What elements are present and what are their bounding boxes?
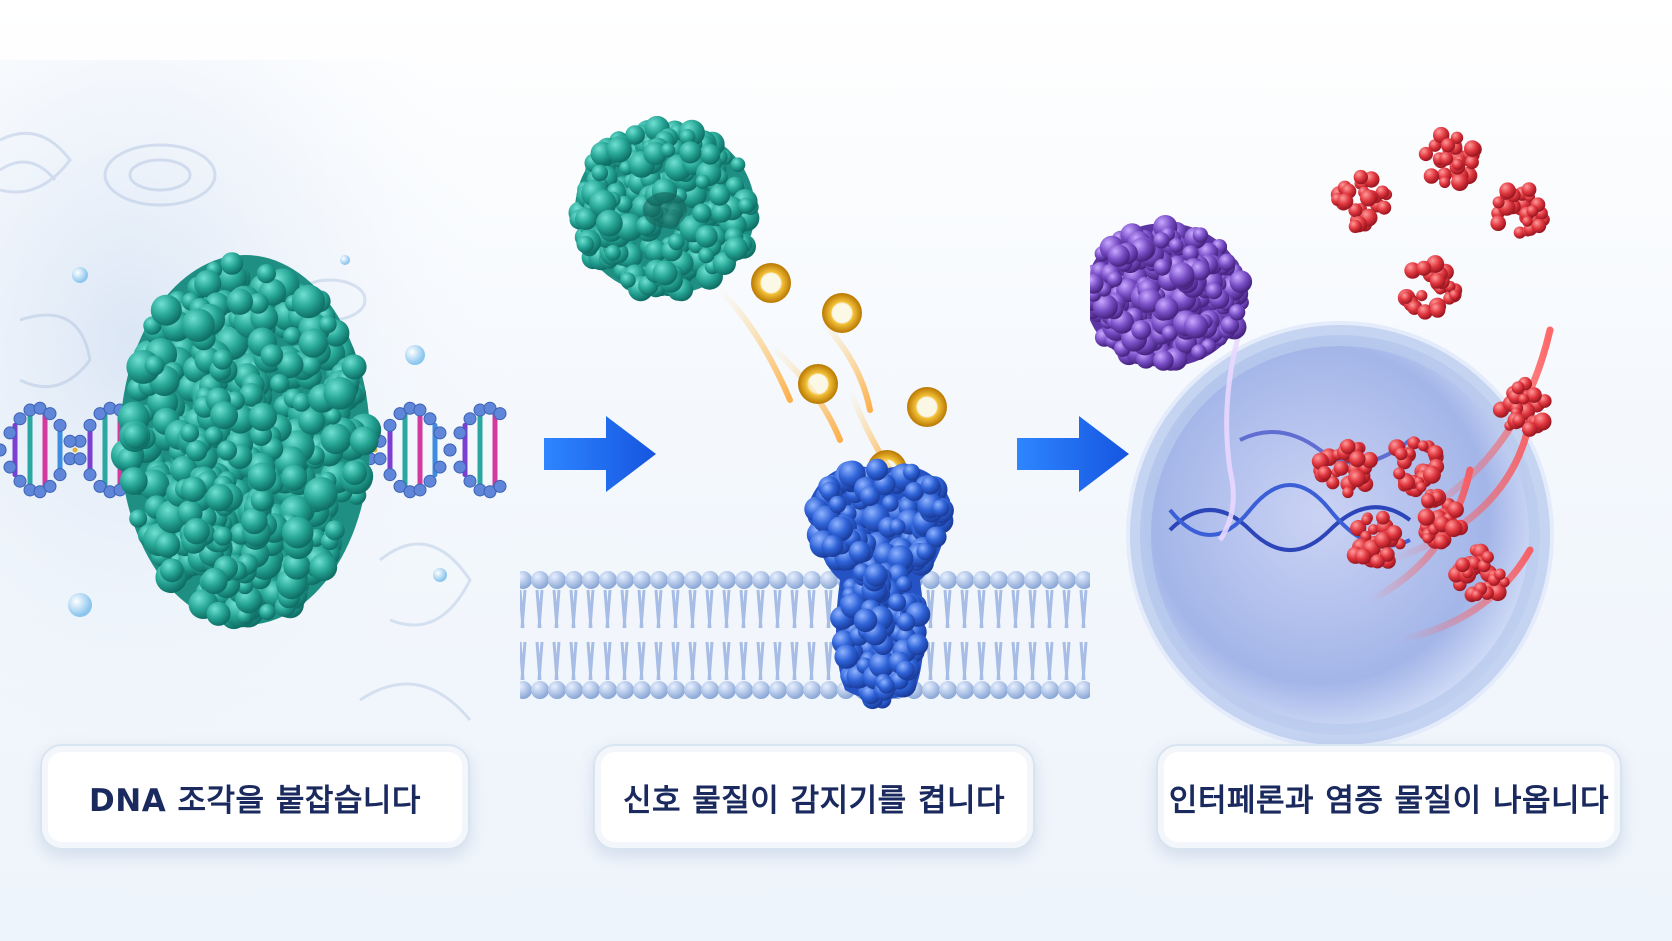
step-2-caption-box: 신호 물질이 감지기를 켭니다 — [593, 744, 1035, 850]
purple-kinase-protein — [1090, 215, 1253, 371]
right-arrow-icon — [1017, 416, 1129, 492]
step-3-illustration — [1090, 0, 1672, 941]
blue-receptor-protein — [804, 458, 954, 710]
step-1-caption-box: DNA 조각을 붙잡습니다 — [40, 744, 470, 850]
teal-sensor-protein — [110, 252, 382, 630]
step-1-illustration — [0, 0, 520, 941]
step-1-caption: DNA 조각을 붙잡습니다 — [89, 782, 421, 819]
cell-nucleus — [1126, 321, 1554, 749]
cell-membrane — [520, 571, 1090, 699]
red-cytokine-cluster — [1311, 126, 1552, 603]
floating-bubbles — [68, 255, 447, 617]
right-arrow-icon — [544, 416, 656, 492]
activation-beam — [1217, 329, 1243, 542]
teal-sensor-protein — [568, 115, 760, 302]
step-3-caption: 인터페론과 염증 물질이 나옵니다 — [1168, 782, 1610, 819]
step-2-caption: 신호 물질이 감지기를 켭니다 — [622, 782, 1006, 819]
organelle-shapes — [0, 131, 472, 721]
step-3-caption-box: 인터페론과 염증 물질이 나옵니다 — [1156, 744, 1622, 850]
step-2-illustration — [520, 0, 1090, 941]
